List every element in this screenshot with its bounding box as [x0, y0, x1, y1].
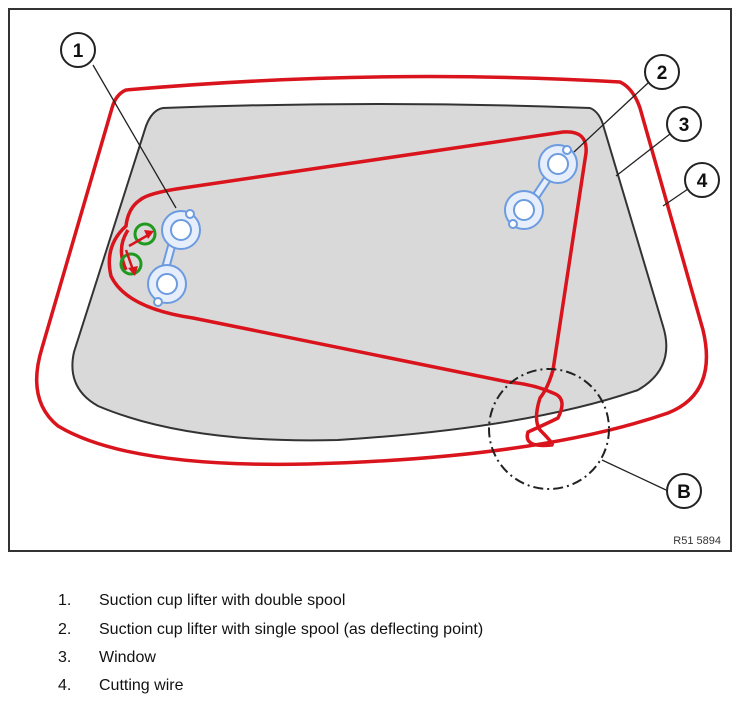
callout-2: 2 [644, 54, 680, 90]
callout-b-label: B [677, 482, 691, 503]
legend-item: 1. Suction cup lifter with double spool [0, 589, 742, 613]
figure-reference: R51 5894 [673, 535, 721, 547]
legend-number: 2. [58, 621, 72, 638]
wire-left-hook [119, 229, 130, 271]
legend-number: 3. [58, 649, 72, 666]
callout-3-label: 3 [679, 115, 690, 136]
suction-cup-lifter-single-spool [504, 144, 578, 230]
suction-cup-lifter-double-spool [147, 209, 201, 307]
arrow-upper [128, 232, 151, 248]
cutting-wire-inner [107, 130, 588, 448]
legend-item: 2. Suction cup lifter with single spool … [0, 618, 742, 642]
leader-line-3 [615, 133, 671, 177]
legend-number: 1. [58, 592, 72, 609]
diagram-canvas: 1 2 3 4 B R51 5894 [8, 8, 732, 552]
leader-line-2 [573, 82, 649, 153]
callout-4-label: 4 [697, 171, 708, 192]
window-glass [71, 103, 668, 442]
leader-line-1 [92, 64, 177, 209]
arrow-upper-head [144, 230, 154, 239]
legend-text: Suction cup lifter with single spool (as… [99, 621, 484, 638]
callout-3: 3 [666, 106, 702, 142]
callout-1-label: 1 [73, 41, 84, 62]
marker-upper [133, 222, 157, 246]
arrow-lower [124, 249, 135, 271]
marker-lower [119, 252, 143, 276]
detail-circle-b [488, 368, 610, 490]
callout-b: B [666, 473, 702, 509]
callout-1: 1 [60, 32, 96, 68]
diagram-figure: 1 2 3 4 B R51 5894 [8, 8, 732, 552]
leader-line-4 [662, 188, 689, 207]
legend-text: Cutting wire [99, 677, 184, 694]
callout-2-label: 2 [657, 63, 668, 84]
legend-text: Suction cup lifter with double spool [99, 592, 346, 609]
legend-number: 4. [58, 677, 72, 694]
callout-4: 4 [684, 162, 720, 198]
cutting-wire-outer [34, 74, 709, 467]
legend-item: 4. Cutting wire [0, 674, 742, 698]
leader-line-b [601, 459, 667, 491]
arrow-lower-head [128, 266, 138, 276]
legend-item: 3. Window [0, 646, 742, 670]
legend-text: Window [99, 649, 156, 666]
